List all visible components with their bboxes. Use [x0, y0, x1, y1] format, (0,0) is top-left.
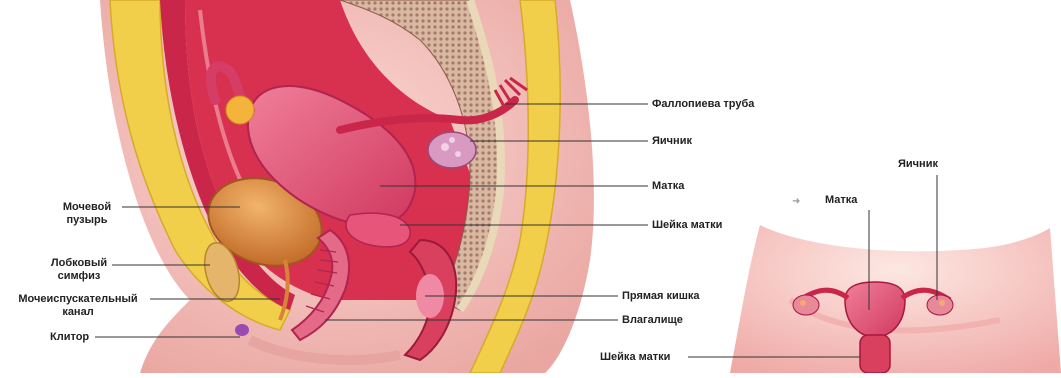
label-ovary-left: Яичник	[652, 135, 692, 148]
fat-nodule	[226, 96, 254, 124]
label-pubic-line2: симфиз	[46, 270, 112, 283]
label-rectum: Прямая кишка	[622, 290, 700, 303]
label-pubic-symphysis: Лобковый симфиз	[46, 257, 112, 283]
label-bladder-line2: пузырь	[52, 214, 122, 227]
label-bladder: Мочевой пузырь	[52, 201, 122, 227]
label-cervix-left: Шейка матки	[652, 219, 722, 232]
label-urethra-line2: канал	[8, 306, 148, 319]
clitoris-shape	[235, 324, 249, 336]
label-clitoris: Клитор	[50, 331, 89, 344]
label-vagina: Влагалище	[622, 314, 683, 327]
label-urethra: Мочеиспускательный канал	[8, 293, 148, 319]
label-fallopian-tube: Фаллопиева труба	[652, 98, 754, 111]
frontal-view	[730, 225, 1061, 373]
label-ovary-right: Яичник	[898, 158, 938, 171]
ovary-left-frontal	[793, 295, 819, 315]
label-uterus-left: Матка	[652, 180, 684, 193]
label-pubic-line1: Лобковый	[46, 257, 112, 270]
label-bladder-line1: Мочевой	[52, 201, 122, 214]
arrow-glyph: ➜	[792, 196, 800, 207]
label-urethra-line1: Мочеиспускательный	[8, 293, 148, 306]
cervix-frontal	[860, 335, 890, 373]
label-cervix-right: Шейка матки	[600, 351, 670, 364]
label-uterus-right: Матка	[825, 194, 857, 207]
